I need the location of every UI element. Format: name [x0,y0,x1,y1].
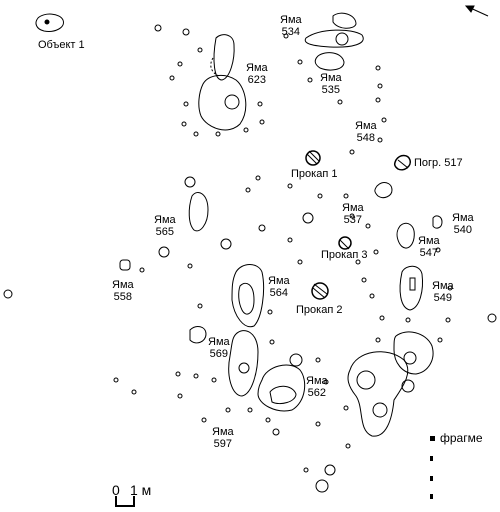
pit-537-outline [374,182,393,199]
scale-bar [115,496,135,507]
pit-534-post [335,32,349,46]
pit-east-post-4 [401,379,415,393]
prokap-1 [305,150,321,166]
pit-623-dashed [210,57,221,77]
postholes [3,24,497,493]
object1-outline [35,13,64,32]
pit-east-ring [393,331,434,375]
pit-549-inner [409,277,416,291]
pit-623-outline [198,74,247,131]
label-burial-517: Погр. 517 [414,157,463,169]
pit-east-post-3 [403,351,417,365]
label-prokap-1: Прокап 1 [291,168,338,180]
pit-540-outline [432,215,443,229]
scale-one-m: 1 м [130,482,152,498]
pit-549-outline [399,265,423,311]
burial-517-hatch [397,159,409,169]
pit-569-side [189,326,207,344]
scale-zero: 0 [112,482,120,498]
pit-562-outline [257,364,306,412]
pit-east-large [347,351,409,437]
pit-547-outline [396,222,415,249]
prokap-3 [338,236,352,250]
pit-562-inner [269,385,297,405]
prokap-2 [311,282,329,300]
pit-535-outline [314,52,345,71]
pit-east-post-2 [372,402,388,418]
label-prokap-3: Прокап 3 [321,249,368,261]
object1-dot [44,19,50,25]
label-prokap-2: Прокап 2 [296,304,343,316]
pit-623-upper [213,34,235,81]
legend-fragment: фрагме [440,431,483,445]
pit-558-outline [119,259,131,271]
pit-534-outline [304,29,364,48]
pit-east-post-1 [356,370,376,390]
pit-569-post [238,362,250,374]
pit-564-outline [231,264,265,328]
pit-623-post [224,94,240,110]
pit-564-inner [238,282,255,315]
north-arrow [464,5,489,17]
label-object-1: Объект 1 [38,39,85,51]
pit-565-post [184,176,196,188]
pit-569-outline [228,330,259,397]
legend-markers [430,436,435,499]
pit-565-outline [188,192,209,232]
pit-534-upper [332,12,357,29]
